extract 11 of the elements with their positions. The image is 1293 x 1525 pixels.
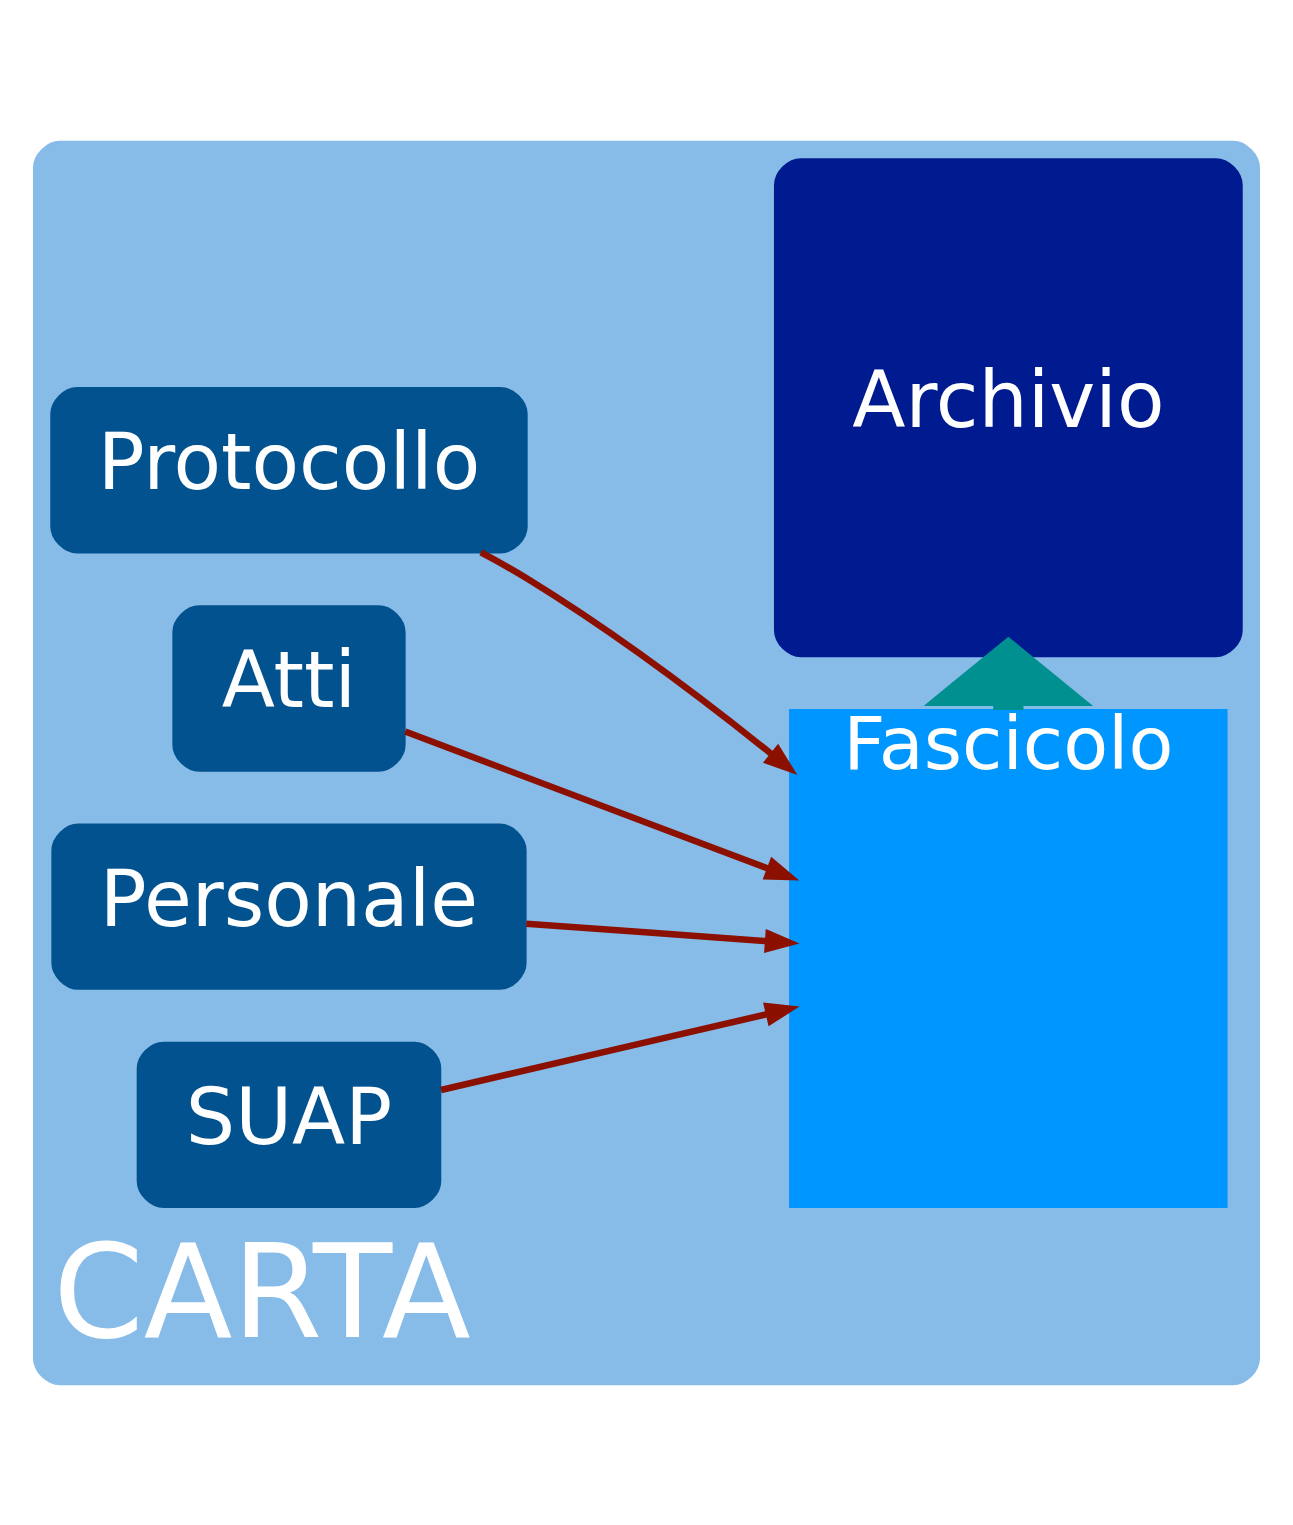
node-box: Atti xyxy=(172,604,406,772)
node-box: SUAP xyxy=(136,1041,442,1208)
arrow xyxy=(440,1002,800,1093)
node-box: Fascicolo xyxy=(789,708,1228,1208)
node-box: Archivio xyxy=(773,157,1243,657)
arrow xyxy=(526,919,800,953)
node-box: Protocollo xyxy=(50,386,528,553)
arrow xyxy=(404,728,800,880)
arrow xyxy=(479,549,798,775)
arrow xyxy=(923,636,1094,710)
node-box: Personale xyxy=(51,823,527,990)
